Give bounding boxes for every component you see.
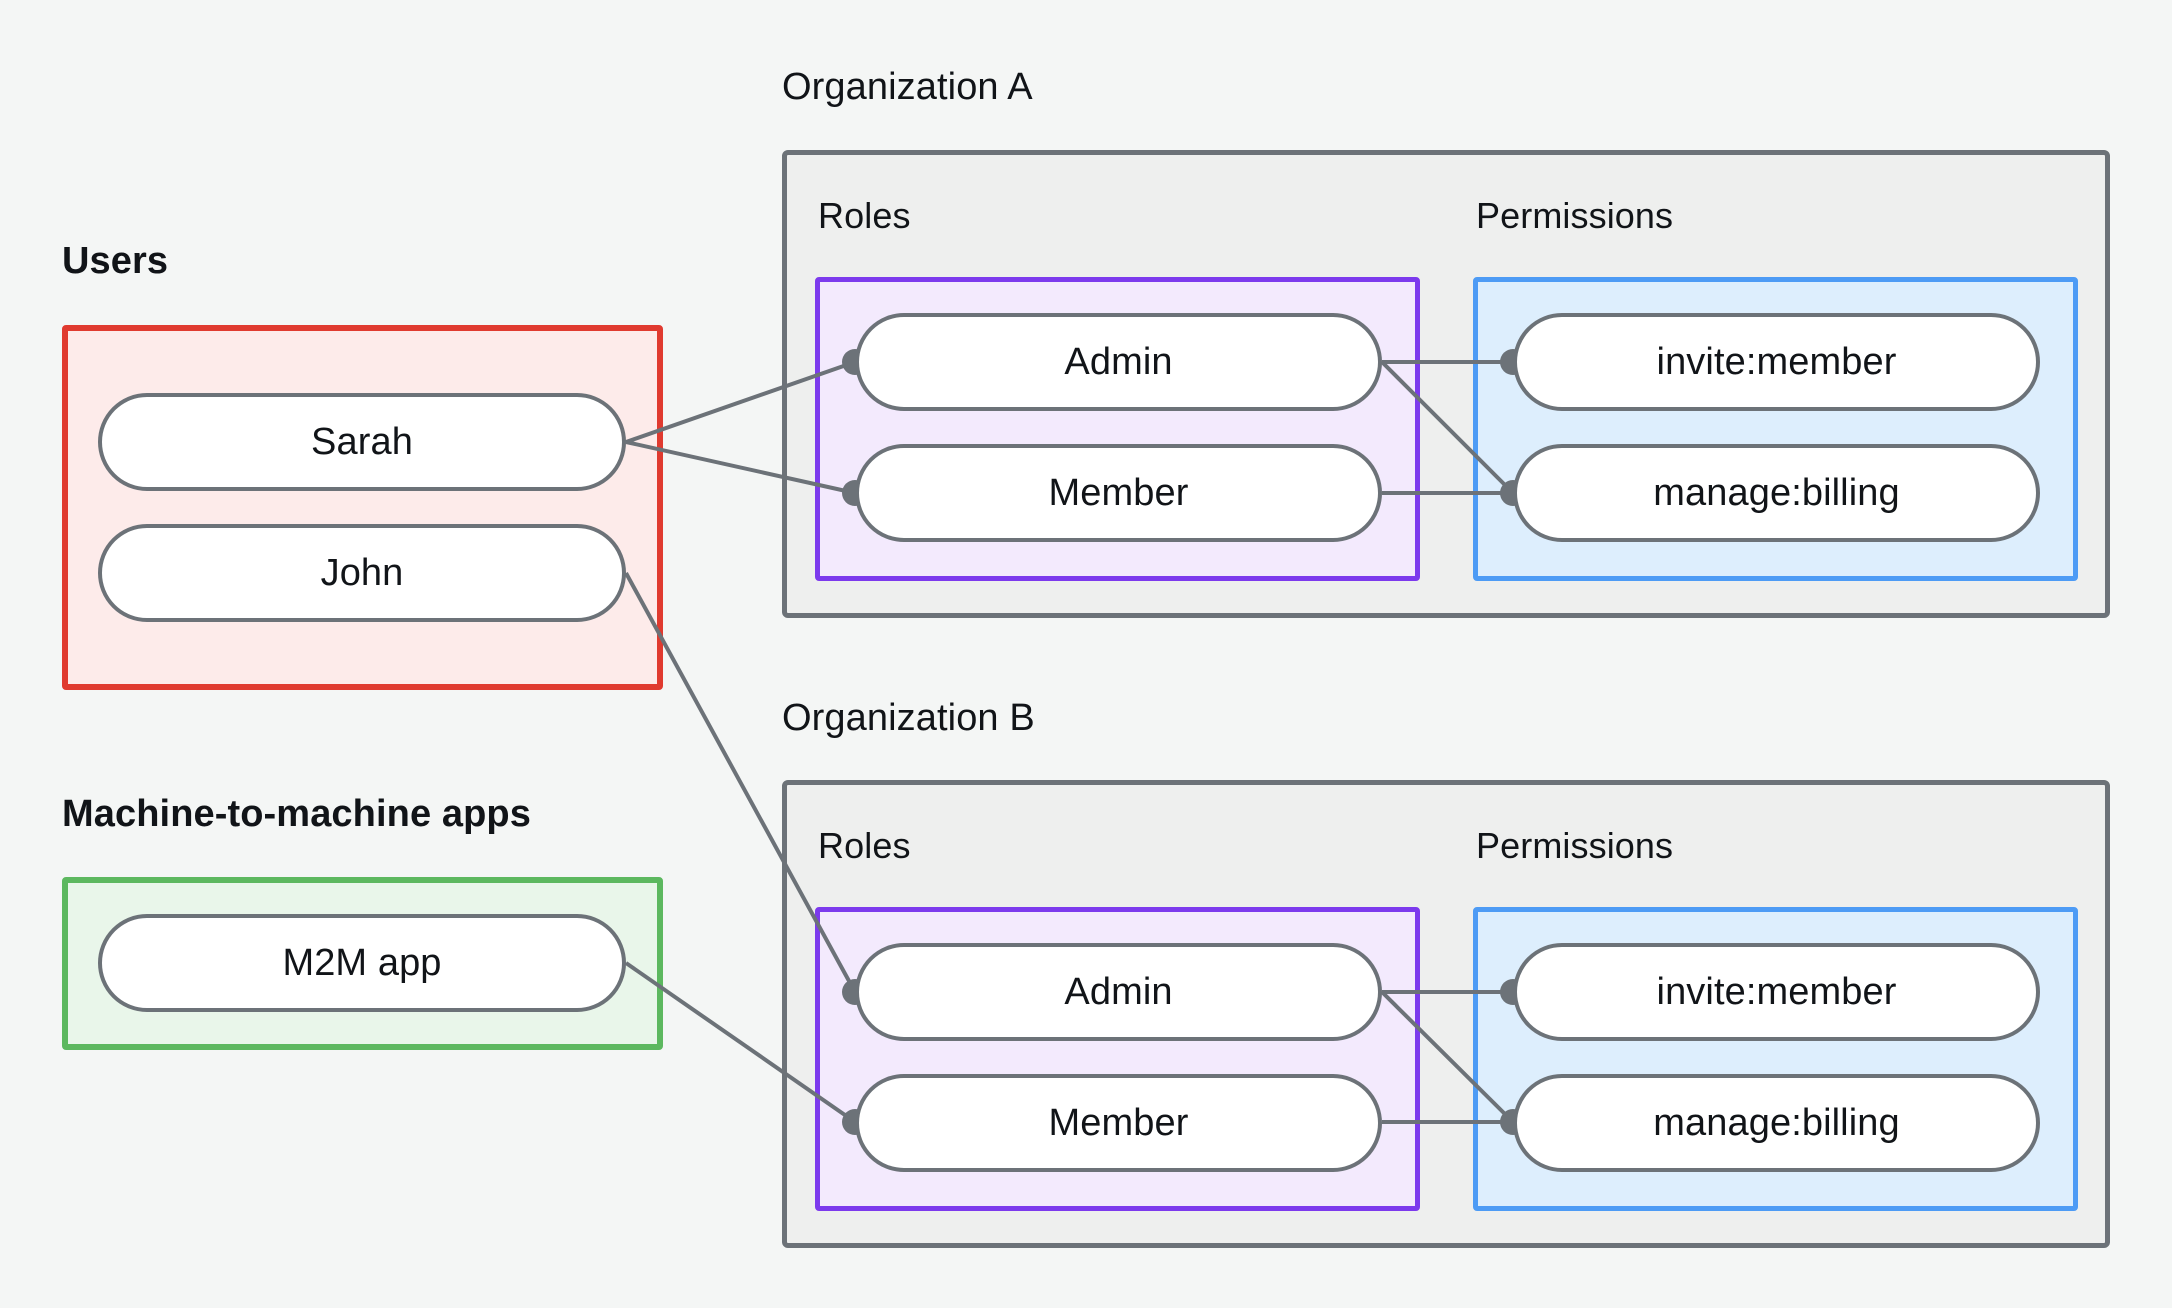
org-b-permissions-title: Permissions	[1476, 825, 1674, 866]
m2m-section-title: Machine-to-machine apps	[62, 793, 531, 835]
org-a-roles-title: Roles	[818, 195, 911, 236]
org-b-roles-title: Roles	[818, 825, 911, 866]
org-b-role-admin[interactable]: Admin	[855, 943, 1382, 1041]
org-b-role-member[interactable]: Member	[855, 1074, 1382, 1172]
org-a-title: Organization A	[782, 66, 1033, 108]
org-b-title: Organization B	[782, 697, 1035, 739]
org-a-role-member[interactable]: Member	[855, 444, 1382, 542]
org-a-role-admin[interactable]: Admin	[855, 313, 1382, 411]
org-b-permission-manage-billing[interactable]: manage:billing	[1513, 1074, 2040, 1172]
org-a-permissions-title: Permissions	[1476, 195, 1674, 236]
user-node-john[interactable]: John	[98, 524, 626, 622]
org-b-permission-invite-member[interactable]: invite:member	[1513, 943, 2040, 1041]
org-a-permission-invite-member[interactable]: invite:member	[1513, 313, 2040, 411]
m2m-node-app[interactable]: M2M app	[98, 914, 626, 1012]
users-section-title: Users	[62, 240, 169, 282]
org-a-permission-manage-billing[interactable]: manage:billing	[1513, 444, 2040, 542]
user-node-sarah[interactable]: Sarah	[98, 393, 626, 491]
users-group-box	[62, 325, 663, 690]
